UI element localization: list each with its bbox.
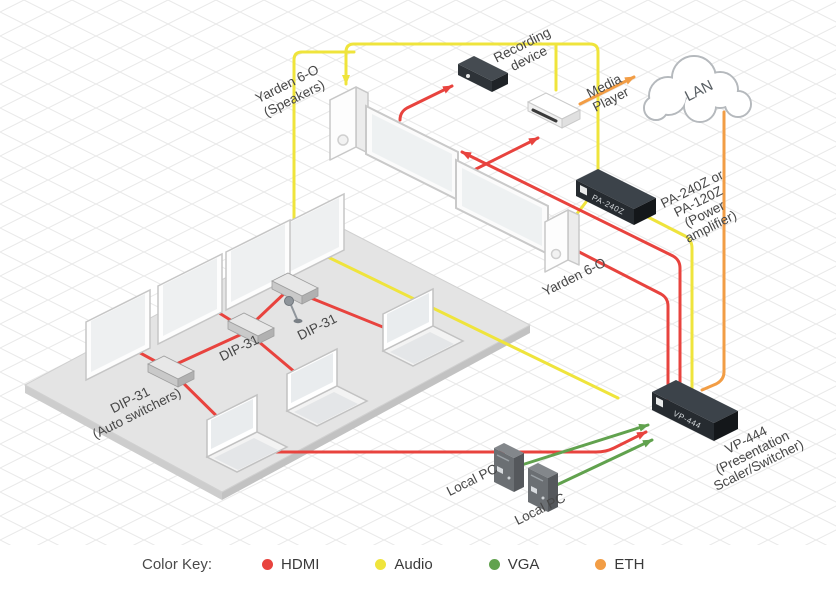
pa-front xyxy=(576,180,634,225)
device-logo-icon xyxy=(656,397,663,408)
pc-drive-slot xyxy=(530,474,544,482)
laptop-screen-panel xyxy=(387,293,429,343)
cable-hdmi-to-media-player xyxy=(468,136,540,174)
dip31-device-2 xyxy=(227,312,275,345)
cable-audio-vp444-to-pa xyxy=(642,213,694,398)
recorder-top xyxy=(458,56,508,81)
pc-side xyxy=(514,453,524,492)
device-logo-icon xyxy=(580,185,587,196)
legend-item-hdmi: HDMI xyxy=(262,556,319,573)
dip31-device-3 xyxy=(147,355,195,388)
recorder-front xyxy=(458,64,492,92)
legend-label-audio: Audio xyxy=(394,556,433,573)
pc-top xyxy=(494,443,524,458)
display-screen xyxy=(231,224,285,302)
legend-label-vga: VGA xyxy=(507,556,540,573)
audio-dot-icon xyxy=(375,559,387,570)
vp-front xyxy=(652,392,714,441)
pa-top xyxy=(576,169,656,209)
mic-head xyxy=(284,296,294,306)
cable-eth-media-to-lan xyxy=(578,75,636,106)
laptop-keyboard xyxy=(294,392,358,424)
pc-badge-icon xyxy=(531,486,537,494)
platform-edge xyxy=(222,325,530,500)
mic-stem xyxy=(290,304,298,320)
pa-amplifier-device: PA-240Z xyxy=(576,169,656,225)
mic-base xyxy=(293,318,303,324)
local-pc-1 xyxy=(494,443,524,492)
pc-side xyxy=(548,473,558,512)
wall-display-1 xyxy=(85,288,151,382)
legend-label-eth: ETH xyxy=(614,556,645,573)
recorder-side xyxy=(492,73,508,92)
legend-item-audio: Audio xyxy=(375,556,433,573)
color-key-legend: Color Key: HDMI Audio VGA ETH xyxy=(142,556,700,573)
dip31-side xyxy=(301,287,319,305)
pa-side xyxy=(634,198,656,225)
speaker-driver-icon xyxy=(337,134,349,146)
pc-drive-slot xyxy=(496,454,510,462)
wall-display-2 xyxy=(157,252,223,346)
speaker-side xyxy=(567,209,580,266)
cable-hdmi-dip2-dip3 xyxy=(170,332,244,368)
media-side xyxy=(561,109,581,129)
vp444-device: VP-444 xyxy=(652,380,738,441)
cable-eth-lan-to-vp444 xyxy=(700,110,726,392)
cable-hdmi-to-recording-device xyxy=(398,84,454,122)
eth-dot-icon xyxy=(595,559,607,570)
speaker-front xyxy=(329,86,357,161)
vp-side xyxy=(714,411,738,441)
speaker-driver-icon xyxy=(550,248,562,260)
laptop-2 xyxy=(285,347,369,427)
pc-top xyxy=(528,463,558,478)
legend-title: Color Key: xyxy=(142,556,213,573)
display-screen xyxy=(163,258,217,336)
legend-item-vga: VGA xyxy=(488,556,540,573)
laptop-screen-panel xyxy=(291,353,333,403)
media-slot xyxy=(531,108,558,123)
dip31-side xyxy=(177,370,195,388)
platform-edge xyxy=(25,385,222,500)
microphone-icon xyxy=(284,296,303,324)
display-screen xyxy=(372,114,452,192)
cable-hdmi-vp444-to-display-a xyxy=(460,150,682,398)
pc-badge-icon xyxy=(497,466,503,474)
display-screen xyxy=(281,198,339,276)
laptop-screen-panel xyxy=(211,399,253,449)
pc-front xyxy=(528,468,548,512)
dip31-device-1 xyxy=(271,272,319,305)
laptop-keyboard xyxy=(214,438,278,470)
cable-hdmi-vp444-to-display-b xyxy=(550,236,670,402)
recording-device xyxy=(458,56,508,92)
dip31-side xyxy=(257,327,275,345)
cloud-fill xyxy=(645,57,750,121)
speaker-yarden-left xyxy=(329,86,369,161)
display-screen xyxy=(91,294,145,372)
cable-vga-pc2-to-vp444 xyxy=(544,438,654,492)
speaker-yarden-right xyxy=(544,209,580,273)
display-screen xyxy=(462,168,542,246)
laptop-1 xyxy=(205,393,289,473)
vp-top xyxy=(652,380,738,423)
power-led-icon xyxy=(507,476,511,480)
hdmi-dot-icon xyxy=(262,559,274,570)
power-led-icon xyxy=(466,74,470,78)
legend-label-hdmi: HDMI xyxy=(281,556,320,573)
pc-front xyxy=(494,448,514,492)
laptop-keyboard xyxy=(390,332,454,364)
local-pc-2 xyxy=(528,463,558,512)
media-player-device xyxy=(526,92,582,129)
cable-bundle xyxy=(122,42,726,492)
power-led-icon xyxy=(541,496,545,500)
cable-audio-pa-to-speaker-left xyxy=(342,42,600,174)
cable-vga-pc1-to-vp444 xyxy=(510,423,650,470)
laptop-3 xyxy=(381,287,465,367)
lan-cloud: LAN xyxy=(643,55,752,123)
speaker-front xyxy=(544,209,569,273)
legend-item-eth: ETH xyxy=(595,556,644,573)
vga-dot-icon xyxy=(488,559,500,570)
